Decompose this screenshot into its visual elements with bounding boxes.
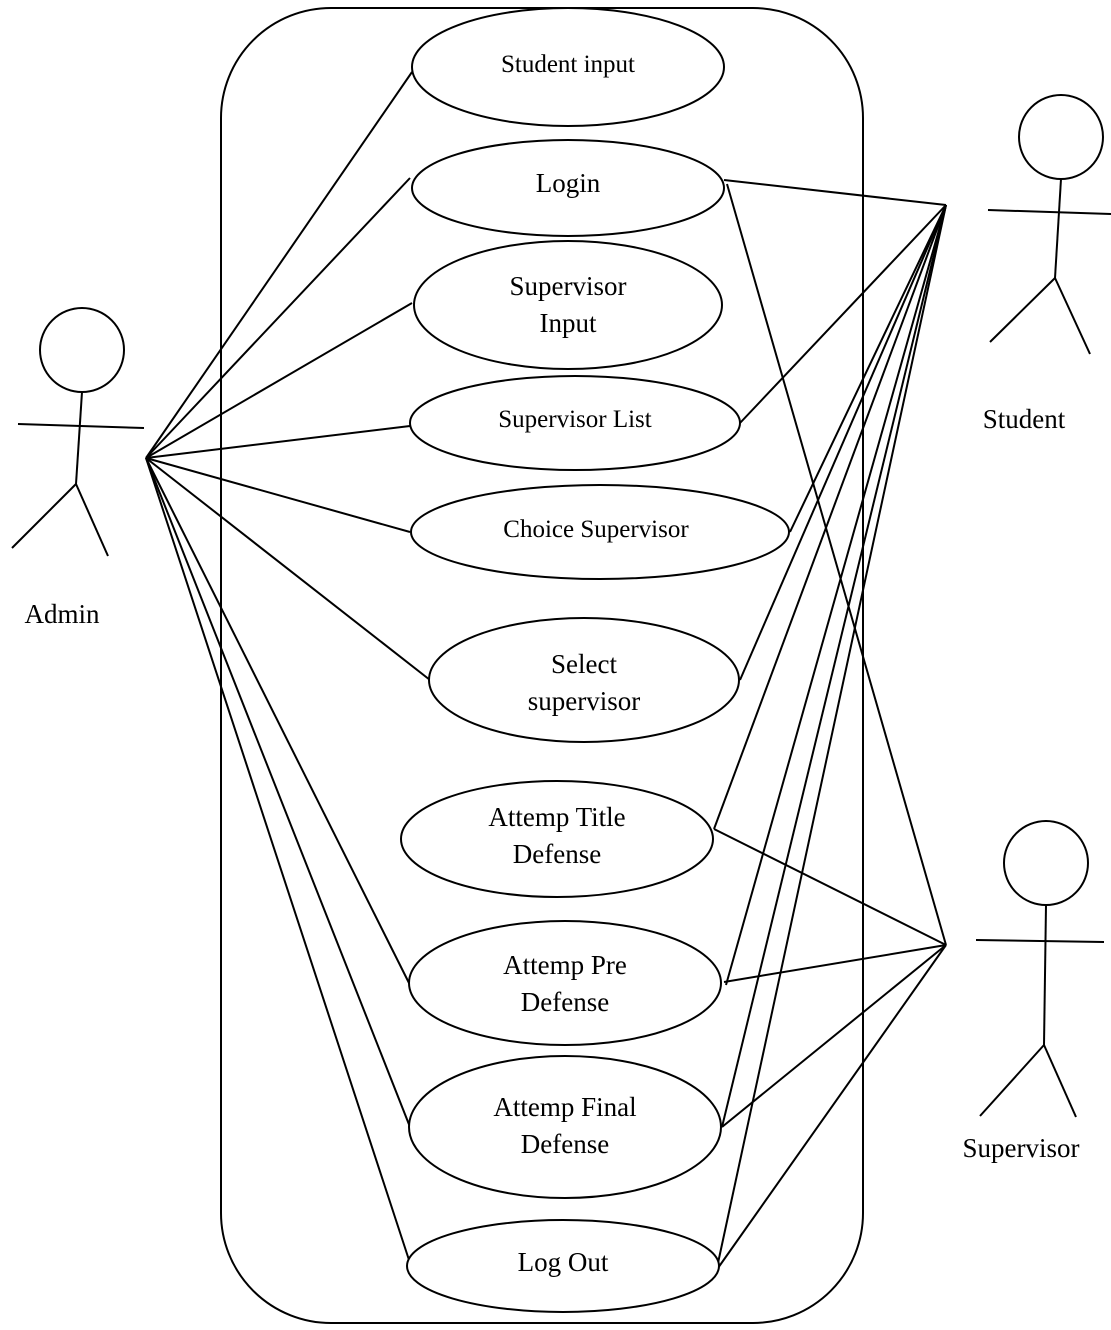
actor-arms — [17, 423, 145, 429]
association-student-select-supervisor — [739, 204, 947, 681]
use-case-label-line: supervisor — [528, 686, 640, 716]
association-supervisor-attemp-pre-defense — [723, 944, 947, 983]
association-admin-select-supervisor — [145, 457, 431, 681]
actor-right-leg — [75, 483, 109, 557]
actor-head — [39, 307, 125, 393]
actor-body — [1043, 904, 1047, 1046]
use-case-label-line: Log Out — [518, 1247, 609, 1277]
actor-arms — [975, 939, 1105, 943]
use-case-shape — [411, 139, 725, 237]
association-admin-supervisor-input — [145, 302, 413, 459]
association-student-log-out — [717, 204, 947, 1264]
association-admin-choice-supervisor — [145, 457, 411, 533]
association-admin-login — [145, 177, 411, 459]
actor-supervisor: Supervisor — [963, 820, 1105, 1163]
actor-student: Student — [983, 94, 1111, 434]
actor-label: Admin — [24, 599, 100, 629]
actor-body — [75, 391, 83, 485]
use-case-attemp-title-defense: Attemp Title Defense — [400, 780, 714, 898]
use-case-label-line: Login — [536, 168, 601, 198]
use-case-log-out: Log Out — [406, 1219, 720, 1313]
use-case-label-line: Supervisor List — [498, 406, 652, 433]
actor-right-leg — [1054, 277, 1091, 355]
association-supervisor-login — [726, 183, 947, 946]
association-student-attemp-title-defense — [713, 204, 947, 830]
use-case-label-line: Attemp Final — [493, 1092, 636, 1122]
actor-body — [1054, 178, 1062, 279]
association-student-attemp-final-defense — [721, 204, 947, 1128]
actor-arms — [987, 209, 1111, 215]
association-supervisor-attemp-final-defense — [721, 944, 947, 1128]
use-case-shape — [400, 780, 714, 898]
use-case-label-line: Defense — [521, 987, 609, 1017]
use-case-student-input: Student input — [411, 7, 725, 127]
use-case-supervisor-list: Supervisor List — [409, 375, 741, 471]
use-case-label-line: Choice Supervisor — [503, 516, 689, 543]
use-case-login: Login — [411, 139, 725, 237]
use-case-label-line: Defense — [521, 1129, 609, 1159]
actor-head — [1003, 820, 1089, 906]
use-case-supervisor-input: Supervisor Input — [413, 240, 723, 370]
actor-left-leg — [979, 1044, 1045, 1117]
use-case-shape — [406, 1219, 720, 1313]
association-admin-attemp-final-defense — [145, 457, 411, 1128]
use-case-label-line: Select — [551, 649, 617, 679]
use-case-shape — [428, 617, 740, 743]
use-case-label-line: Attemp Pre — [503, 950, 627, 980]
use-case-attemp-final-defense: Attemp Final Defense — [408, 1055, 722, 1199]
use-case-shape — [410, 484, 790, 580]
actor-left-leg — [11, 483, 77, 549]
use-case-choice-supervisor: Choice Supervisor — [410, 484, 790, 580]
actor-admin: Admin — [11, 307, 145, 629]
association-admin-attemp-pre-defense — [145, 457, 411, 986]
association-student-attemp-pre-defense — [725, 204, 947, 986]
association-lines — [145, 71, 947, 1269]
actor-head — [1018, 94, 1104, 180]
association-admin-log-out — [145, 457, 411, 1264]
association-supervisor-log-out — [717, 944, 947, 1269]
actor-label: Student — [983, 404, 1066, 434]
use-case-shape — [411, 7, 725, 127]
use-case-shape — [408, 1055, 722, 1199]
actor-right-leg — [1043, 1044, 1077, 1118]
use-case-label-line: Supervisor — [510, 271, 627, 301]
use-case-label-line: Attemp Title — [488, 802, 625, 832]
use-case-label-line: Student input — [501, 51, 635, 78]
use-case-shape — [408, 920, 722, 1046]
actor-label: Supervisor — [963, 1133, 1080, 1163]
use-case-shape — [413, 240, 723, 370]
use-case-label-line: Defense — [513, 839, 601, 869]
actor-left-leg — [989, 277, 1056, 343]
association-student-supervisor-list — [739, 204, 947, 424]
association-admin-supervisor-list — [145, 425, 411, 459]
use-case-select-supervisor: Select supervisor — [428, 617, 740, 743]
use-case-attemp-pre-defense: Attemp Pre Defense — [408, 920, 722, 1046]
association-student-login — [723, 179, 947, 206]
association-student-choice-supervisor — [789, 204, 947, 533]
use-case-shape — [409, 375, 741, 471]
association-supervisor-attemp-title-defense — [713, 828, 947, 946]
use-case-label-line: Input — [540, 308, 597, 338]
association-admin-student-input — [145, 71, 413, 459]
